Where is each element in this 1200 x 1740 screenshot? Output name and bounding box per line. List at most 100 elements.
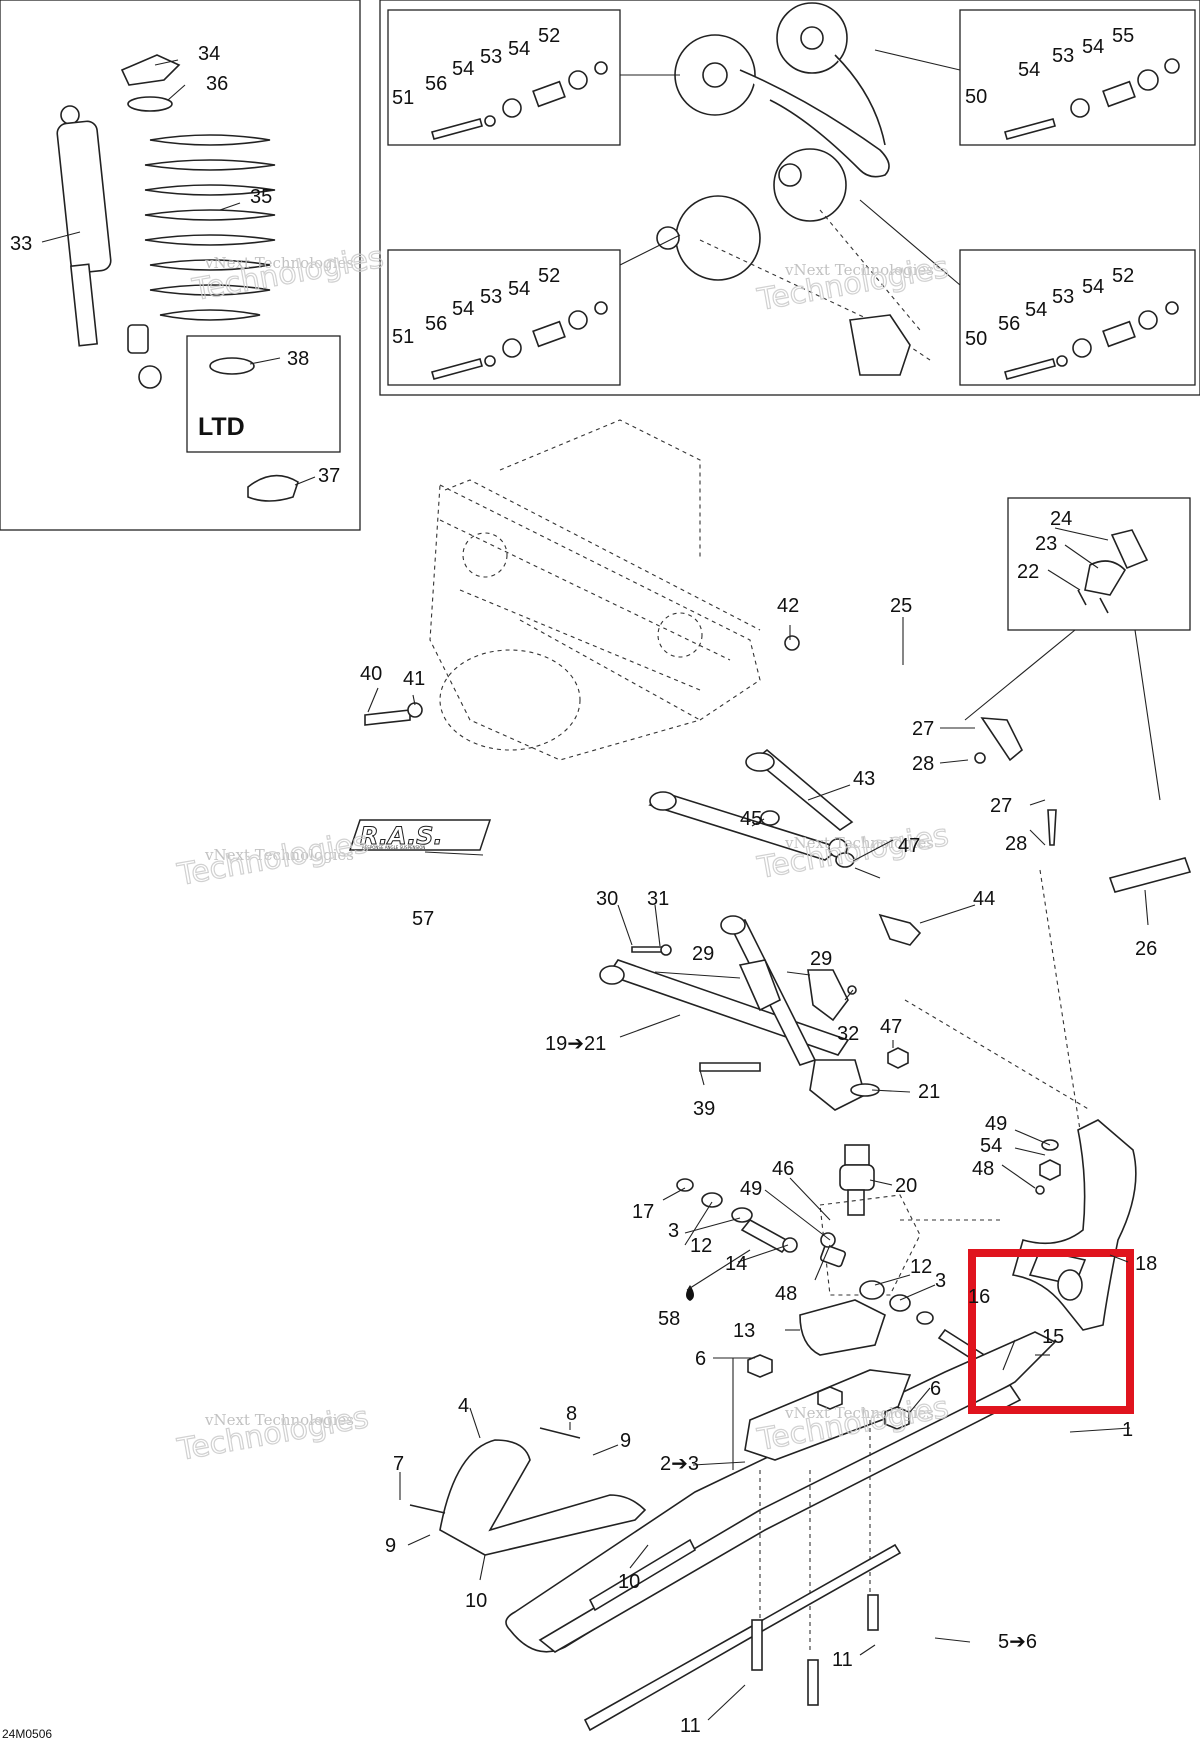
callout-12: 12 — [690, 1235, 712, 1257]
callout-53: 53 — [1052, 286, 1074, 308]
bolt-kit-box-top-left — [387, 9, 621, 146]
callout-29: 29 — [692, 943, 714, 965]
callout-43: 43 — [853, 768, 875, 790]
callout-36: 36 — [206, 73, 228, 95]
callout-labels: 34 36 35 33 38 LTD 37 51 56 54 53 54 52 … — [2, 25, 1157, 1740]
callout-54: 54 — [1082, 276, 1104, 298]
callout-52: 52 — [538, 265, 560, 287]
callout-9: 9 — [385, 1535, 396, 1557]
washer-31 — [660, 944, 672, 956]
callout-8: 8 — [566, 1403, 577, 1425]
watermark-text: vNext Technologies — [204, 1411, 354, 1429]
callout-16: 16 — [968, 1286, 990, 1308]
callout-52: 52 — [1112, 265, 1134, 287]
callout-12: 12 — [910, 1256, 932, 1278]
callout-28: 28 — [912, 753, 934, 775]
watermark-text: Technologies — [189, 240, 386, 308]
pin-28 — [1047, 809, 1057, 846]
callout-6: 6 — [695, 1348, 706, 1370]
nut-47a — [835, 852, 855, 868]
callout-49: 49 — [985, 1113, 1007, 1135]
washer-36 — [127, 96, 173, 112]
watermark-text: Technologies — [754, 818, 951, 886]
callout-20: 20 — [895, 1175, 917, 1197]
ras-logo-subtitle: RESPONSE ANGLE SUSPENSION — [362, 845, 425, 850]
callout-18: 18 — [1135, 1253, 1157, 1275]
callout-47: 47 — [880, 1016, 902, 1038]
watermark-text: Technologies — [174, 825, 371, 893]
bracket-27 — [980, 717, 1023, 762]
washer-41 — [407, 702, 423, 718]
callout-14: 14 — [725, 1253, 747, 1275]
leader-lines — [41, 59, 1149, 1721]
callout-22: 22 — [1017, 561, 1039, 583]
callout-5-6: 5➔6 — [998, 1631, 1037, 1653]
a-arm-inset-frame — [379, 0, 1200, 396]
callout-40: 40 — [360, 663, 382, 685]
bolt-30 — [631, 946, 663, 953]
callout-56: 56 — [425, 73, 447, 95]
callout-54: 54 — [452, 58, 474, 80]
callout-54: 54 — [1082, 36, 1104, 58]
bolt-39 — [699, 1062, 761, 1072]
watermarks: vNext Technologies Technologies vNext Te… — [174, 239, 952, 1468]
watermark-text: vNext Technologies — [204, 846, 354, 864]
diagram-code: 24M0506 — [2, 1727, 52, 1740]
callout-10: 10 — [465, 1590, 487, 1612]
callout-37: 37 — [318, 465, 340, 487]
callout-50: 50 — [965, 328, 987, 350]
callout-15: 15 — [1042, 1326, 1064, 1348]
callout-6: 6 — [930, 1378, 941, 1400]
ball-joint-20 — [839, 1144, 875, 1216]
callout-11: 11 — [832, 1649, 853, 1671]
callout-31: 31 — [647, 888, 669, 910]
handle-bolts — [409, 1427, 581, 1514]
callout-54: 54 — [1025, 299, 1047, 321]
ltd-inset-frame — [186, 335, 341, 453]
sway-bar-link-inset — [1007, 497, 1191, 631]
callout-55: 55 — [1112, 25, 1134, 47]
callout-49: 49 — [740, 1178, 762, 1200]
bolt-kit-box-bottom-left — [387, 249, 621, 386]
callout-54: 54 — [452, 298, 474, 320]
callout-27: 27 — [912, 718, 934, 740]
callout-26: 26 — [1135, 938, 1157, 960]
watermark-text: vNext Technologies — [784, 834, 934, 852]
callout-44: 44 — [973, 888, 995, 910]
callout-52: 52 — [538, 25, 560, 47]
callout-21: 21 — [918, 1081, 940, 1103]
callout-54: 54 — [980, 1135, 1002, 1157]
callout-28: 28 — [1005, 833, 1027, 855]
callout-48: 48 — [972, 1158, 994, 1180]
callout-53: 53 — [1052, 45, 1074, 67]
callout-54: 54 — [508, 38, 530, 60]
bolt-kit-box-bottom-right — [959, 249, 1196, 386]
nut-6-mid — [817, 1386, 843, 1410]
callout-57: 57 — [412, 908, 434, 930]
ski — [505, 1331, 1057, 1732]
bolt-48 — [1035, 1185, 1045, 1195]
wear-block-13 — [799, 1299, 886, 1356]
callout-51: 51 — [392, 326, 414, 348]
coil-spring — [144, 134, 276, 321]
callout-29: 29 — [810, 948, 832, 970]
nut-47b — [887, 1047, 909, 1069]
nut-45 — [760, 810, 780, 826]
spindle-18 — [1011, 1119, 1137, 1331]
nut-6-left — [747, 1354, 773, 1378]
bolt-kit-box-top-right — [959, 9, 1196, 146]
ras-logo: R.A.S. RESPONSE ANGLE SUSPENSION — [348, 819, 492, 851]
callout-19-21: 19➔21 — [545, 1033, 606, 1055]
bushing-24 — [1110, 529, 1149, 570]
ski-handle-4 — [439, 1439, 647, 1556]
callout-10: 10 — [618, 1571, 640, 1593]
callout-11: 11 — [680, 1715, 701, 1737]
callout-41: 41 — [403, 668, 425, 690]
callout-3: 3 — [935, 1270, 946, 1292]
watermark-text: vNext Technologies — [784, 261, 934, 279]
highlight-box — [968, 1249, 1134, 1414]
callout-53: 53 — [480, 286, 502, 308]
chassis-frame — [429, 419, 761, 761]
callout-39: 39 — [693, 1098, 715, 1120]
